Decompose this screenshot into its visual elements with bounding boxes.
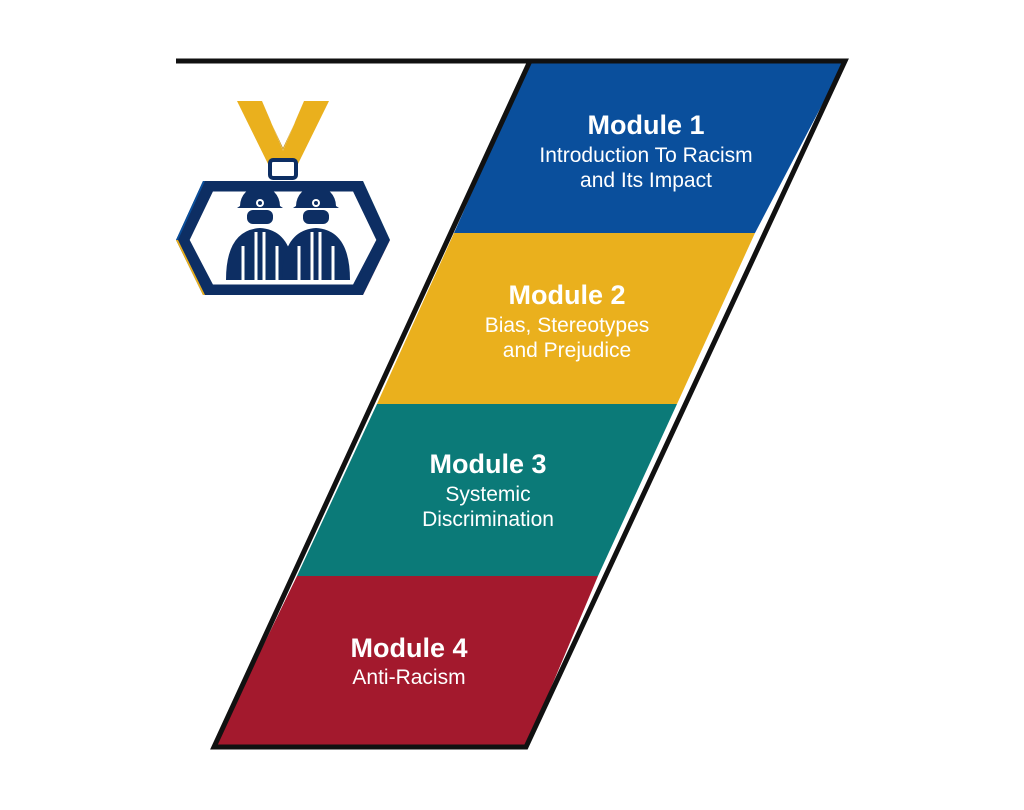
module-2-line-2: and Prejudice [503,339,631,362]
module-3-line-1: Systemic [445,483,530,506]
module-2-line-1: Bias, Stereotypes [485,314,650,337]
module-2-band [377,233,755,404]
medal-workers-icon [176,101,390,295]
module-2-title: Module 2 [508,280,625,310]
module-1-title: Module 1 [587,110,704,140]
module-3-line-2: Discrimination [422,508,554,531]
module-3-title: Module 3 [429,449,546,479]
module-4-band [214,576,598,747]
module-4-line-1: Anti-Racism [352,666,465,689]
module-3-band [297,404,677,576]
diagram-outline [210,58,849,750]
module-1-line-1: Introduction To Racism [539,144,752,167]
module-1-band [454,61,845,233]
module-1-line-2: and Its Impact [580,169,712,192]
module-4-title: Module 4 [350,633,467,663]
